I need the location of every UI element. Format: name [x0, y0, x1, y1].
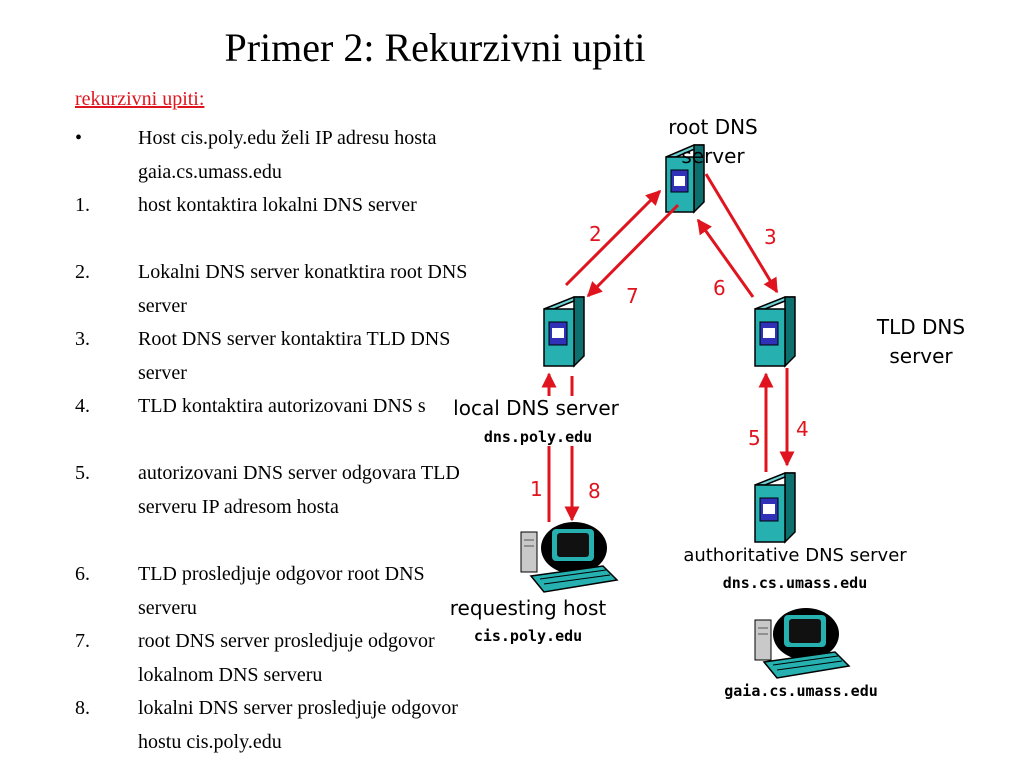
list-marker: 4. [75, 395, 90, 417]
requesting-host-label: requesting host [449, 596, 607, 620]
step-number-4: 4 [796, 417, 809, 441]
list-text: root DNS server prosledjuje odgovor loka… [138, 630, 435, 686]
list-marker: 1. [75, 194, 90, 216]
authoritative-server-icon [754, 472, 796, 544]
root-server-label-line2: server [681, 144, 745, 168]
tld-server-icon [754, 296, 796, 368]
authoritative-server-label: authoritative DNS server [683, 545, 907, 566]
tld-server-label-line2: server [889, 344, 953, 368]
step-number-3: 3 [764, 225, 777, 249]
step-number-1: 1 [530, 477, 543, 501]
step-number-2: 2 [589, 222, 602, 246]
arrow-step-3 [704, 173, 779, 294]
list-text: Lokalni DNS server konatktira root DNS s… [138, 261, 468, 317]
list-marker: • [75, 127, 83, 149]
step-number-6: 6 [713, 276, 726, 300]
requesting-host-name: cis.poly.edu [473, 627, 583, 645]
list-marker: 8. [75, 697, 90, 719]
local-server-label: local DNS server [426, 396, 646, 420]
list-text: host kontaktira lokalni DNS server [138, 194, 417, 216]
list-text: TLD kontaktira autorizovani DNS server [138, 395, 467, 417]
target-host-computer-icon [754, 608, 851, 679]
root-server-label-line1: root DNS [668, 115, 758, 139]
arrow-step-2 [564, 189, 662, 287]
tld-server-label: TLD DNS server [865, 313, 977, 371]
requesting-host-computer-icon [520, 522, 619, 593]
list-marker: 6. [75, 563, 90, 585]
authoritative-server-host: dns.cs.umass.edu [722, 574, 868, 592]
local-server-icon [543, 296, 585, 368]
list-text: Host cis.poly.edu želi IP adresu hosta g… [138, 127, 437, 183]
list-marker: 3. [75, 328, 90, 350]
step-number-8: 8 [588, 479, 601, 503]
step-number-7: 7 [626, 284, 639, 308]
section-heading: rekurzivni upiti: [75, 88, 205, 110]
tld-server-label-line1: TLD DNS [876, 315, 966, 339]
target-host-name: gaia.cs.umass.edu [724, 682, 878, 700]
slide-title: Primer 2: Rekurzivni upiti [224, 25, 646, 70]
list-marker: 2. [75, 261, 90, 283]
list-marker: 5. [75, 462, 90, 484]
list-text: Root DNS server kontaktira TLD DNS serve… [138, 328, 451, 384]
arrow-step-7 [586, 203, 680, 298]
root-server-label: root DNS server [643, 113, 783, 171]
step-number-5: 5 [748, 426, 761, 450]
list-text: TLD prosledjuje odgovor root DNS serveru [138, 563, 425, 619]
list-text: autorizovani DNS server odgovara TLD ser… [138, 462, 460, 518]
arrow-step-6 [696, 218, 755, 298]
list-marker: 7. [75, 630, 90, 652]
list-text: lokalni DNS server prosledjuje odgovor h… [138, 697, 458, 753]
local-server-host: dns.poly.edu [438, 428, 638, 446]
root-server-icon [665, 144, 705, 214]
